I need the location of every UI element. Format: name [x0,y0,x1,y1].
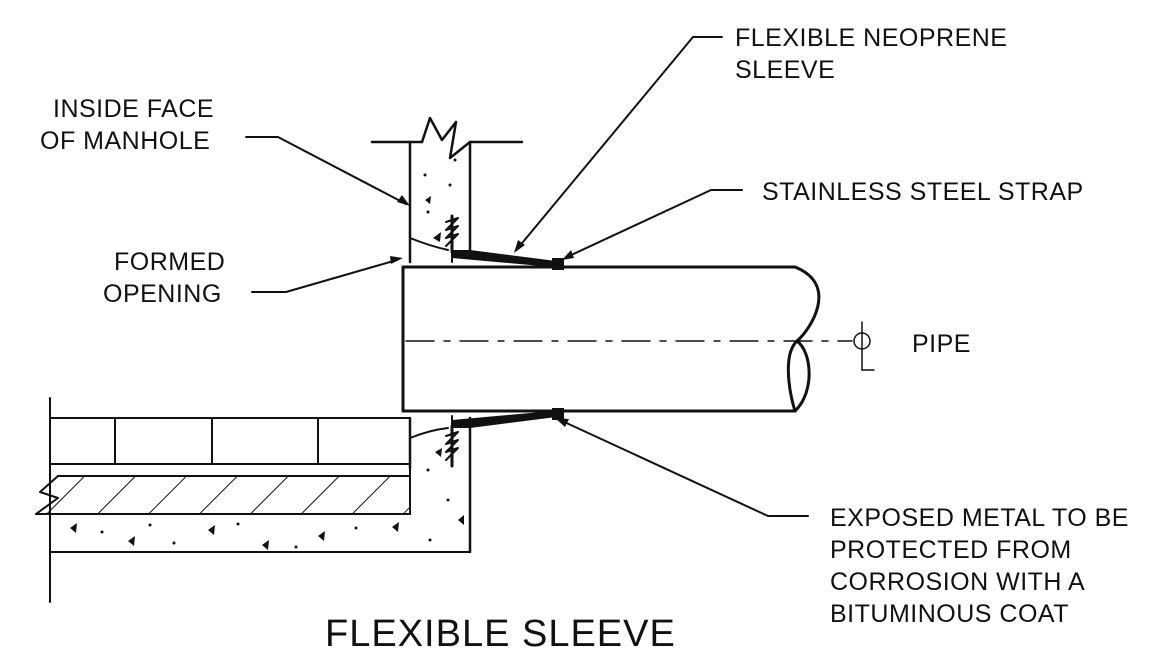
label-metal-line1: EXPOSED METAL TO BE [830,504,1129,532]
label-pipe: PIPE [912,330,971,358]
manhole-wall-upper [370,116,524,264]
manhole-wall-lower [408,416,472,554]
label-metal-line3: CORROSION WITH A [830,568,1085,596]
label-metal-line2: PROTECTED FROM [830,536,1072,564]
label-neoprene-line1: FLEXIBLE NEOPRENE [735,24,1007,52]
leader-lines [245,36,809,517]
brick-invert-course [49,417,411,465]
label-opening-line2: OPENING [103,280,222,308]
label-manhole-line1: INSIDE FACE [53,95,214,123]
label-manhole-line2: OF MANHOLE [40,127,210,155]
drawing-title: FLEXIBLE SLEEVE [325,613,676,655]
stainless-steel-strap [552,258,564,420]
hatched-fill-layer [35,463,411,515]
label-metal-line4: BITUMINOUS COAT [830,600,1069,628]
label-stainless-strap: STAINLESS STEEL STRAP [762,178,1084,206]
flexible-neoprene-sleeve [451,249,564,429]
anchor-bolt-lower [445,424,459,468]
anchor-bolt-upper [445,214,459,254]
label-neoprene-line2: SLEEVE [735,56,835,84]
label-opening-line1: FORMED [114,248,225,276]
pipe-centerline [405,321,875,371]
concrete-base-slab [49,522,471,553]
pipe [401,265,821,413]
